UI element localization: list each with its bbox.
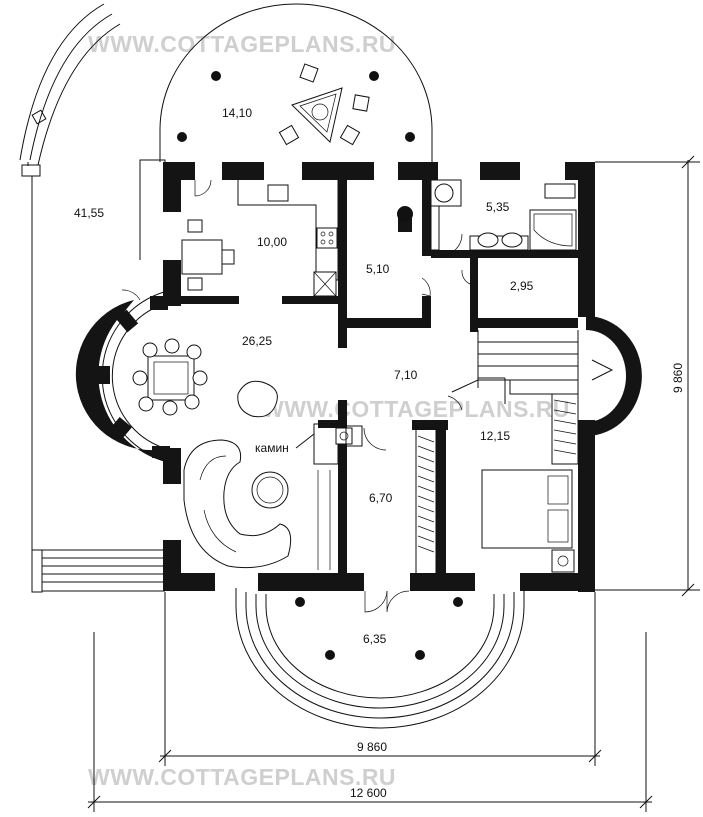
area-porch: 6,35 <box>363 632 387 646</box>
area-terrace-top: 14,10 <box>222 106 252 120</box>
watermark-bottom: WWW.COTTAGEPLANS.RU <box>88 764 396 790</box>
area-pantry: 5,10 <box>366 262 390 276</box>
bottom-porch <box>235 588 525 729</box>
label-fireplace: камин <box>255 441 289 455</box>
area-terrace-left: 41,55 <box>74 206 104 220</box>
area-vestibule: 6,70 <box>369 491 393 505</box>
dimension-height: 9 860 <box>671 363 685 393</box>
area-wc: 2,95 <box>510 279 534 293</box>
area-bedroom: 12,15 <box>480 429 510 443</box>
dimension-lines <box>87 155 700 812</box>
left-terrace <box>19 3 166 593</box>
stairs <box>477 330 614 404</box>
watermark-top: WWW.COTTAGEPLANS.RU <box>88 31 396 57</box>
furniture <box>121 179 614 613</box>
area-kitchen: 10,00 <box>257 235 287 249</box>
area-living: 26,25 <box>242 334 272 348</box>
area-bathroom: 5,35 <box>486 200 510 214</box>
walls <box>75 162 642 592</box>
dimension-width-inner: 9 860 <box>357 740 387 754</box>
dimension-width-outer: 12 600 <box>350 786 387 800</box>
watermark-middle: WWW.COTTAGEPLANS.RU <box>262 396 570 422</box>
top-terrace <box>159 3 433 162</box>
area-hall: 7,10 <box>394 368 418 382</box>
